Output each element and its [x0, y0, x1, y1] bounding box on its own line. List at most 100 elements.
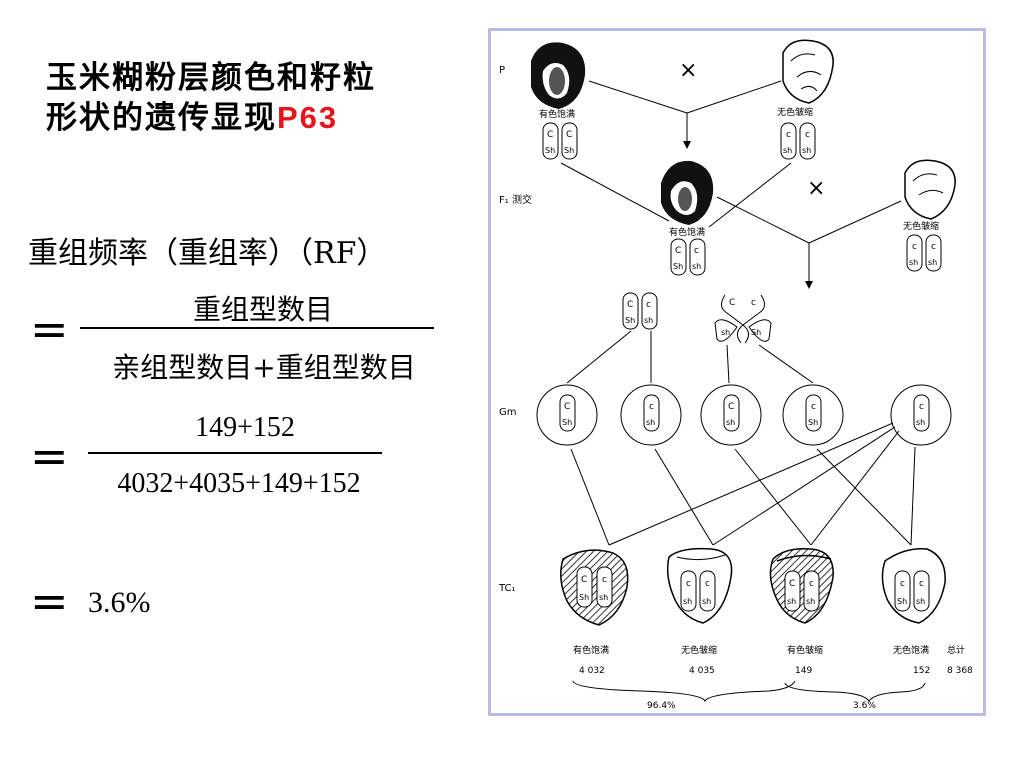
- f1-right-chromosomes: c c sh sh: [906, 234, 942, 272]
- svg-text:Sh: Sh: [673, 262, 683, 271]
- svg-text:c: c: [912, 242, 917, 252]
- f1-line-right: [708, 162, 792, 228]
- tc-label-4: 无色饱满: [893, 644, 929, 656]
- svg-text:Sh: Sh: [897, 597, 907, 606]
- cross-symbol-f1: ×: [807, 176, 825, 201]
- svg-text:C: C: [547, 130, 553, 140]
- equals-sign-1: =: [30, 302, 69, 356]
- tc-kernel-colored-full: C c Sh sh: [560, 549, 629, 626]
- tc-label-1: 有色饱满: [573, 644, 609, 656]
- rf-definition-label: 重组频率（重组率）（RF）: [28, 236, 387, 271]
- p-right-label: 无色皱缩: [777, 106, 813, 118]
- svg-text:sh: sh: [644, 316, 653, 325]
- meiosis-to-gamete-lines: [566, 330, 814, 384]
- p-left-label: 有色饱满: [539, 108, 575, 120]
- svg-text:Sh: Sh: [562, 418, 572, 427]
- fraction1-denominator: 亲组型数目+重组型数目: [112, 351, 416, 384]
- svg-text:sh: sh: [692, 262, 701, 271]
- f1-colorless-shrunken-kernel: [904, 159, 956, 220]
- tc-kernel-colored-shrunken: C c sh sh: [769, 547, 834, 624]
- svg-text:c: c: [705, 579, 710, 589]
- equals-sign-3: =: [30, 574, 69, 628]
- tc-label-2: 无色皱缩: [681, 644, 717, 656]
- svg-text:c: c: [694, 246, 699, 256]
- f1-line-left: [560, 162, 670, 222]
- gamete-c-sh: c sh: [620, 384, 682, 446]
- svg-text:sh: sh: [928, 258, 937, 267]
- recombinant-bracket: [784, 682, 926, 702]
- fraction1-bar: [80, 327, 434, 329]
- svg-text:c: c: [686, 579, 691, 589]
- f1-colored-full-kernel: [661, 160, 714, 225]
- gen-label-f1: F₁ 测交: [499, 193, 532, 206]
- svg-text:sh: sh: [802, 146, 811, 155]
- meiosis-crossover: C c sh Sh: [714, 294, 772, 344]
- svg-text:c: c: [805, 130, 810, 140]
- f1-left-chromosomes: C c Sh sh: [670, 238, 706, 276]
- fraction2-bar: [88, 452, 382, 454]
- gamete-C-sh: C sh: [700, 384, 762, 446]
- title-line-2: 形状的遗传显现P63: [46, 98, 466, 138]
- svg-text:c: c: [602, 575, 607, 585]
- title-line-1: 玉米糊粉层颜色和籽粒: [46, 60, 376, 96]
- gen-label-tc: TC₁: [498, 583, 516, 594]
- f1-right-label: 无色皱缩: [903, 220, 939, 232]
- gen-label-p: P: [499, 65, 505, 76]
- parental-percent: 96.4%: [647, 701, 676, 711]
- tc-label-3: 有色皱缩: [787, 644, 823, 656]
- page-reference: P63: [277, 100, 339, 135]
- svg-text:C: C: [566, 130, 572, 140]
- svg-text:Sh: Sh: [579, 593, 589, 602]
- fraction2-numerator: 149+152: [195, 412, 295, 443]
- p-right-chromosomes: c c sh sh: [780, 122, 816, 160]
- gamete-c-Sh: c Sh: [782, 384, 844, 446]
- fraction1-numerator: 重组型数目: [192, 293, 333, 326]
- gamete-C-Sh: C Sh: [536, 384, 598, 446]
- svg-text:C: C: [675, 246, 681, 256]
- p-colorless-shrunken-kernel: [782, 39, 834, 104]
- genetics-diagram: P F₁ 测交 Gm TC₁ 有色饱满 C C Sh Sh × 无色皱缩 c c…: [498, 39, 973, 711]
- p-colored-full-kernel: [531, 42, 586, 109]
- svg-text:Sh: Sh: [808, 418, 818, 427]
- svg-text:sh: sh: [646, 418, 655, 427]
- svg-text:C: C: [564, 402, 570, 412]
- svg-text:C: C: [728, 402, 734, 412]
- cross-symbol-p: ×: [679, 58, 697, 83]
- parental-bracket: [572, 680, 796, 703]
- svg-text:c: c: [809, 579, 814, 589]
- tc-kernel-colorless-shrunken: c c sh sh: [666, 547, 733, 624]
- meiosis-non-crossover: C c Sh sh: [622, 292, 658, 330]
- testcross-arrows: [716, 196, 902, 289]
- svg-text:Sh: Sh: [564, 146, 574, 155]
- svg-text:C: C: [627, 300, 633, 310]
- svg-text:sh: sh: [702, 597, 711, 606]
- svg-text:sh: sh: [783, 146, 792, 155]
- svg-text:c: c: [931, 242, 936, 252]
- svg-text:c: c: [649, 402, 654, 412]
- tc-count-4: 152: [913, 666, 930, 676]
- tc-kernel-colorless-full: c c Sh sh: [881, 548, 946, 624]
- title-line-2-text: 形状的遗传显现: [46, 100, 277, 136]
- svg-text:c: c: [919, 579, 924, 589]
- recombinant-percent: 3.6%: [853, 701, 876, 711]
- svg-text:Sh: Sh: [751, 328, 761, 337]
- f1-left-label: 有色饱满: [669, 226, 705, 238]
- total-value: 8 368: [947, 666, 973, 676]
- svg-text:sh: sh: [726, 418, 735, 427]
- p-cross-arrows: [588, 80, 782, 149]
- svg-text:sh: sh: [683, 597, 692, 606]
- svg-text:C: C: [581, 575, 587, 585]
- svg-text:C: C: [729, 298, 735, 308]
- gamete-tester-c-sh: c sh: [890, 384, 952, 446]
- svg-text:c: c: [919, 402, 924, 412]
- fertilization-lines: [570, 422, 916, 546]
- svg-text:sh: sh: [806, 597, 815, 606]
- svg-text:sh: sh: [909, 258, 918, 267]
- tc-count-1: 4 032: [579, 666, 605, 676]
- svg-text:c: c: [900, 579, 905, 589]
- svg-text:sh: sh: [916, 597, 925, 606]
- svg-text:C: C: [789, 579, 795, 589]
- svg-text:c: c: [751, 298, 756, 308]
- svg-text:c: c: [646, 300, 651, 310]
- svg-text:sh: sh: [721, 328, 730, 337]
